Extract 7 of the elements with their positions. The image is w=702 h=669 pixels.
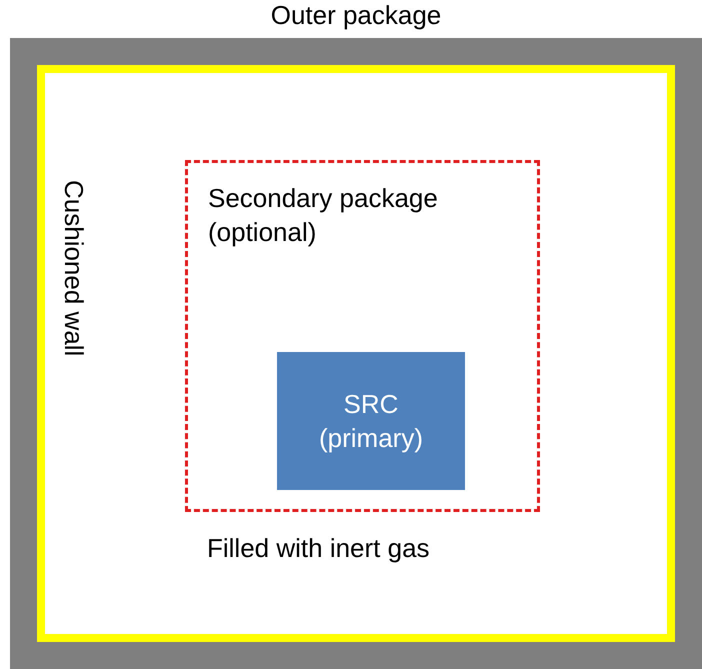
- source-box: [277, 352, 465, 490]
- package-heading: Secondary package (optional): [208, 182, 439, 249]
- wall-label: Cushioned wall: [58, 180, 90, 356]
- secondary-package-box: [185, 160, 540, 512]
- fill-note: Filled with inert gas: [207, 532, 430, 565]
- source-label: SRC (primary): [318, 388, 424, 455]
- package-heading: Outer package: [270, 0, 442, 32]
